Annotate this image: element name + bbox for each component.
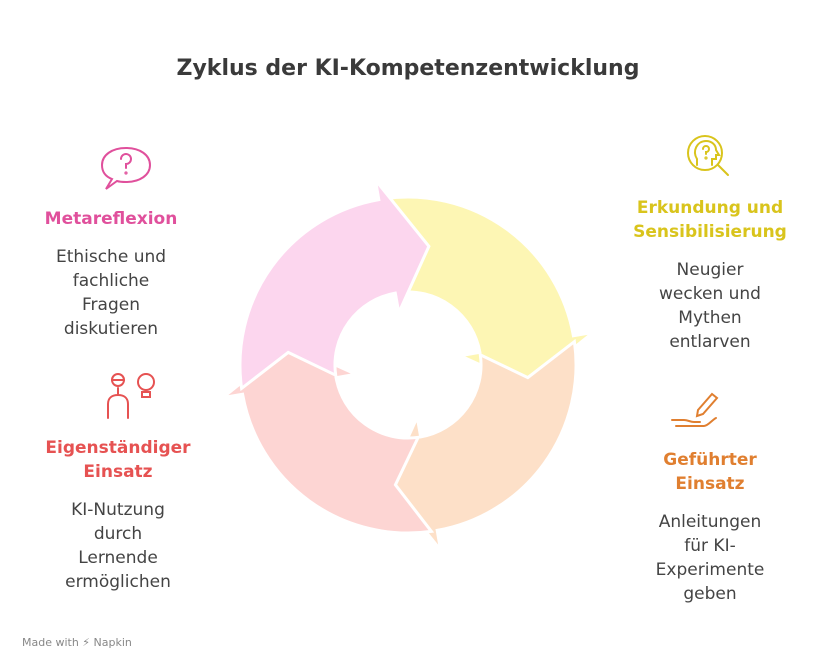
- page-title: Zyklus der KI-Kompetenzentwicklung: [176, 56, 640, 81]
- stage-description: Ethische und fachliche Fragen diskutiere…: [55, 247, 167, 339]
- stage-description: Anleitungen für KI-Experimente geben: [655, 512, 765, 604]
- stage-heading: Metareflexion: [44, 209, 178, 229]
- footer-credit: Made with ⚡ Napkin: [22, 636, 132, 649]
- cycle-arrow-2: [385, 338, 578, 556]
- stage-description: Neugier wecken und Mythen entlarven: [659, 260, 761, 352]
- stage-heading: Eigenständiger Einsatz: [45, 438, 191, 482]
- speech-bubble-question-icon: [100, 146, 152, 190]
- cycle-arrow-4: [238, 174, 431, 392]
- cycle-arrow-1: [381, 195, 599, 388]
- stage-heading: Geführter Einsatz: [663, 450, 757, 494]
- stage-description: KI-Nutzung durch Lernende ermöglichen: [65, 500, 171, 592]
- stage-heading: Erkundung und Sensibilisierung: [633, 198, 787, 242]
- stage-independent: Eigenständiger Einsatz KI-Nutzung durch …: [18, 436, 218, 594]
- cycle-arrow-3: [217, 342, 435, 535]
- head-question-search-icon: [687, 135, 729, 176]
- hand-pencil-icon: [671, 392, 719, 427]
- stage-guided: Geführter Einsatz Anleitungen für KI-Exp…: [610, 448, 810, 606]
- stage-metareflection: Metareflexion Ethische und fachliche Fra…: [26, 207, 196, 341]
- person-lightbulb-icon: [107, 373, 155, 419]
- stage-exploration: Erkundung und Sensibilisierung Neugier w…: [610, 196, 810, 354]
